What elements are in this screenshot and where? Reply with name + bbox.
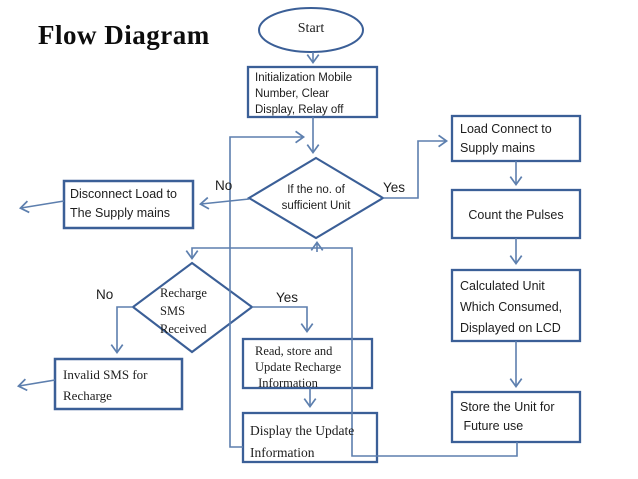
sms-yes-branch-label: Yes	[276, 290, 299, 305]
connector-disconnect-exit-left	[18, 200, 65, 214]
page-title: Flow Diagram	[38, 20, 210, 50]
display-update-process-shape	[241, 411, 379, 464]
start-terminator-shape	[258, 7, 364, 53]
disconnect-node-label: Disconnect Load to The Supply mains	[70, 187, 178, 220]
display-update-node-label: Display the Update Information	[250, 423, 355, 460]
start-node-label: Start	[297, 21, 325, 36]
invalid-sms-node-label: Invalid SMS for Recharge	[63, 367, 148, 403]
unit-decision-label: If the no. of sufficient Unit	[281, 184, 351, 212]
read-store-node-label: Read, store and Update Recharge Informat…	[255, 344, 342, 390]
load-connect-node-label: Load Connect to Supply mains	[460, 122, 552, 155]
connector-sms-no-to-invalid	[110, 306, 133, 355]
sms-no-branch-label: No	[96, 287, 114, 302]
store-unit-node-label: Store the Unit for Future use	[460, 400, 555, 433]
init-node-label: Initialization Mobile Number, Clear Disp…	[255, 72, 353, 116]
count-pulses-node-label: Count the Pulses	[468, 208, 564, 222]
disconnect-process-shape	[62, 179, 195, 230]
unit-yes-branch-label: Yes	[383, 180, 406, 195]
invalid-sms-process-shape	[53, 357, 184, 411]
unit-decision-shape	[246, 156, 386, 240]
read-store-process-shape	[241, 337, 374, 390]
sms-decision-label: Recharge SMS Received	[160, 286, 207, 336]
calculated-unit-process-shape	[450, 268, 582, 343]
connector-unit-yes-to-load	[383, 134, 449, 199]
init-process-shape	[246, 65, 379, 119]
connector-invalid-exit-left	[16, 378, 56, 392]
calculated-unit-node-label: Calculated Unit Which Consumed, Displaye…	[460, 279, 563, 335]
load-connect-process-shape	[450, 114, 582, 163]
connector-display-feedback-loop	[229, 130, 306, 448]
store-unit-process-shape	[450, 390, 582, 444]
unit-no-branch-label: No	[215, 178, 233, 193]
connector-sms-yes-to-read	[252, 306, 314, 334]
connector-unit-no-to-disconnect	[198, 196, 250, 210]
connector-store-feedback-to-sms-decision	[185, 247, 518, 457]
sms-decision-shape	[131, 261, 254, 354]
